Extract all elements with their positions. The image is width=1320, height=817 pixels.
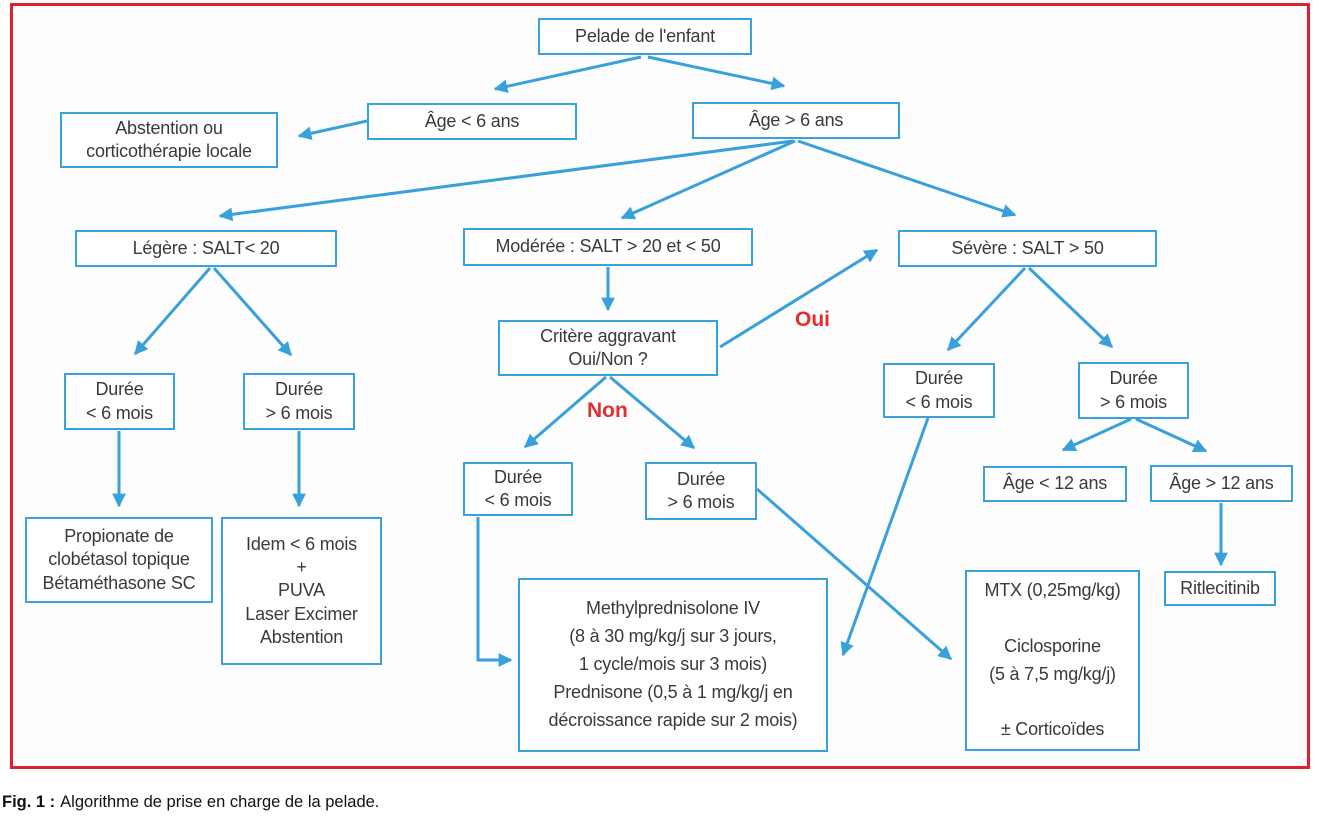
node-propionate-clobetasol: Propionate de clobétasol topique Bétamét… xyxy=(25,517,213,603)
node-mtx-ciclosporine: MTX (0,25mg/kg) Ciclosporine (5 à 7,5 mg… xyxy=(965,570,1140,751)
node-duree-gt6-severe: Durée > 6 mois xyxy=(1078,362,1189,419)
node-idem-puva: Idem < 6 mois + PUVA Laser Excimer Abste… xyxy=(221,517,382,665)
node-duree-lt6-legere: Durée < 6 mois xyxy=(64,373,175,430)
node-pelade-enfant: Pelade de l'enfant xyxy=(538,18,752,55)
node-methylprednisolone: Methylprednisolone IV (8 à 30 mg/kg/j su… xyxy=(518,578,828,752)
node-duree-lt6-severe: Durée < 6 mois xyxy=(883,363,995,418)
node-critere-aggravant: Critère aggravant Oui/Non ? xyxy=(498,320,718,376)
node-age-gt-6: Âge > 6 ans xyxy=(692,102,900,139)
node-duree-lt6-moderee: Durée < 6 mois xyxy=(463,462,573,516)
node-duree-gt6-legere: Durée > 6 mois xyxy=(243,373,355,430)
caption-figure-text: Algorithme de prise en charge de la pela… xyxy=(60,793,380,811)
edge-label-non: Non xyxy=(587,399,628,422)
node-age-gt-12: Âge > 12 ans xyxy=(1150,465,1293,502)
node-moderee-salt: Modérée : SALT > 20 et < 50 xyxy=(463,228,753,266)
node-duree-gt6-moderee: Durée > 6 mois xyxy=(645,462,757,520)
node-severe-salt: Sévère : SALT > 50 xyxy=(898,230,1157,267)
caption-figure-number: Fig. 1 : xyxy=(2,793,56,811)
node-age-lt-6: Âge < 6 ans xyxy=(367,103,577,140)
node-abstention: Abstention ou corticothérapie locale xyxy=(60,112,278,168)
node-ritlecitinib: Ritlecitinib xyxy=(1164,571,1276,606)
edge-label-oui: Oui xyxy=(795,308,830,331)
node-age-lt-12: Âge < 12 ans xyxy=(983,466,1127,502)
figure-caption: Fig. 1 :Algorithme de prise en charge de… xyxy=(2,793,379,812)
node-legere-salt: Légère : SALT< 20 xyxy=(75,230,337,267)
